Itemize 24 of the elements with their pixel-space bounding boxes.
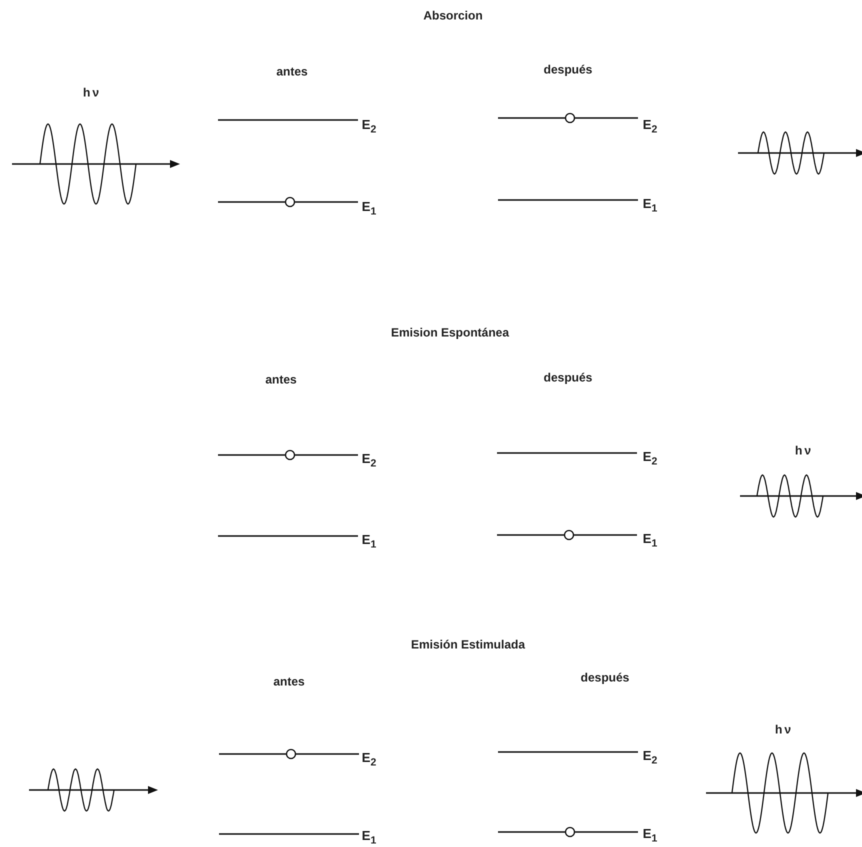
energy-level-label: E$_{2}$ [362,452,376,470]
stage-label: después [580,671,630,685]
photon-label: hν [775,723,793,737]
section-heading: Emision Espontánea [390,326,510,340]
section-heading: Absorcion [423,9,483,23]
energy-level-label: E$_{2}$ [362,118,376,136]
stage-label: después [544,63,592,77]
stage-label: antes [276,65,308,79]
energy-level-label: E$_{1}$ [642,532,658,550]
stage-label: después [544,371,592,385]
energy-level-label: E$_{1}$ [362,200,376,218]
stage-label: antes [265,373,297,387]
energy-level-label: E$_{2}$ [642,748,658,768]
energy-level-label: E$_{1}$ [362,828,376,847]
energy-level-label: E$_{2}$ [362,750,376,770]
energy-level-label: E$_{1}$ [642,196,658,216]
stage-label: antes [273,675,305,689]
energy-level-label: E$_{1}$ [362,532,376,552]
energy-level-label: E$_{2}$ [642,118,658,136]
section-heading: Emisión Estimulada [410,638,526,652]
energy-level-label: E$_{1}$ [642,826,658,846]
photon-label: hν [83,86,101,100]
energy-level-label: E$_{2}$ [642,450,658,468]
photon-label: hν [795,444,813,458]
